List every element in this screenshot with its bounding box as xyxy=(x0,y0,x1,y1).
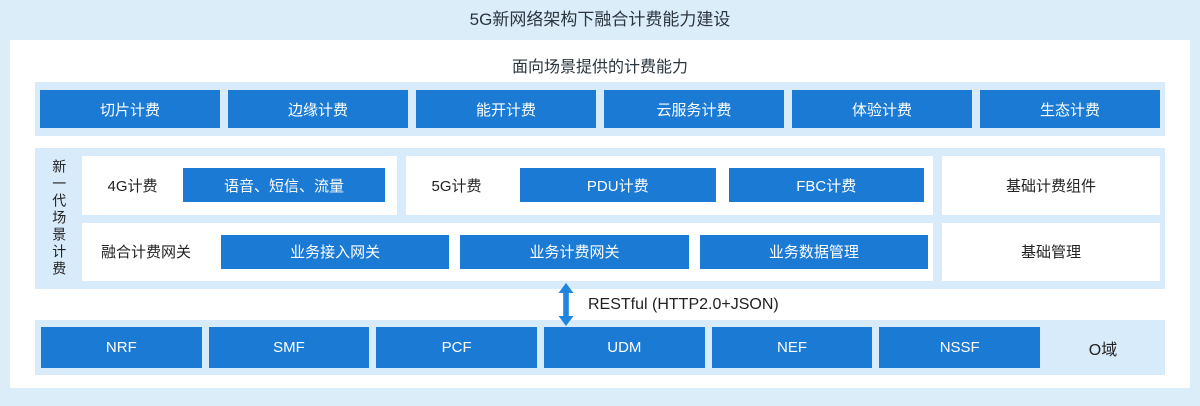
node-voice-sms-data: 语音、短信、流量 xyxy=(183,168,385,203)
network-functions-band: NRF SMF PCF UDM NEF NSSF O域 xyxy=(35,320,1165,375)
group-5g-label: 5G计费 xyxy=(431,177,482,195)
interface-connector: RESTful (HTTP2.0+JSON) xyxy=(10,283,1190,326)
node-service-billing-gateway: 业务计费网关 xyxy=(460,234,689,269)
node-nef: NEF xyxy=(711,327,873,368)
capability-node-slice: 切片计费 xyxy=(40,90,220,128)
group-5g-billing: 5G计费 PDU计费 FBC计费 xyxy=(406,156,933,215)
group-converged-gateway: 融合计费网关 业务接入网关 业务计费网关 业务数据管理 xyxy=(82,222,933,281)
node-service-data-management: 业务数据管理 xyxy=(699,234,928,269)
node-nssf: NSSF xyxy=(879,327,1041,368)
node-pcf: PCF xyxy=(376,327,538,368)
diagram-container: 面向场景提供的计费能力 切片计费 边缘计费 能开计费 云服务计费 体验计费 生态… xyxy=(10,40,1190,388)
gateway-group-label: 融合计费网关 xyxy=(100,244,191,262)
scenario-side-label: 新一代场景计费 xyxy=(35,148,82,289)
scenario-row-billing: 4G计费 语音、短信、流量 5G计费 PDU计费 FBC计费 基础计费组件 xyxy=(82,156,1160,215)
scenario-row-gateway: 融合计费网关 业务接入网关 业务计费网关 业务数据管理 基础管理 xyxy=(82,222,1160,281)
interface-protocol-label: RESTful (HTTP2.0+JSON) xyxy=(588,296,779,313)
capability-node-cloud: 云服务计费 xyxy=(604,90,784,128)
node-fbc-billing: FBC计费 xyxy=(728,168,924,203)
node-nrf: NRF xyxy=(41,327,202,368)
box-basic-billing-components: 基础计费组件 xyxy=(942,156,1160,215)
node-service-access-gateway: 业务接入网关 xyxy=(221,234,450,269)
page-title: 5G新网络架构下融合计费能力建设 xyxy=(469,10,731,29)
scenario-content: 4G计费 语音、短信、流量 5G计费 PDU计费 FBC计费 基础计费组件 融合… xyxy=(82,148,1165,289)
capability-node-eco: 生态计费 xyxy=(980,90,1160,128)
box-basic-management: 基础管理 xyxy=(942,222,1160,281)
scenario-side-label-text: 新一代场景计费 xyxy=(51,159,68,278)
capability-node-exposure: 能开计费 xyxy=(416,90,596,128)
group-4g-billing: 4G计费 语音、短信、流量 xyxy=(82,156,397,215)
bidirectional-arrow-icon xyxy=(558,283,574,326)
node-udm: UDM xyxy=(544,327,705,368)
node-pdu-billing: PDU计费 xyxy=(520,168,716,203)
scenario-billing-band: 新一代场景计费 4G计费 语音、短信、流量 5G计费 PDU计费 FBC计费 基… xyxy=(35,148,1165,289)
capabilities-header: 面向场景提供的计费能力 xyxy=(511,59,688,76)
group-4g-label: 4G计费 xyxy=(107,177,158,195)
capability-node-edge: 边缘计费 xyxy=(228,90,408,128)
o-domain-label: O域 xyxy=(1088,341,1118,359)
node-smf: SMF xyxy=(208,327,370,368)
capabilities-band: 切片计费 边缘计费 能开计费 云服务计费 体验计费 生态计费 xyxy=(35,82,1165,136)
capability-node-experience: 体验计费 xyxy=(792,90,972,128)
